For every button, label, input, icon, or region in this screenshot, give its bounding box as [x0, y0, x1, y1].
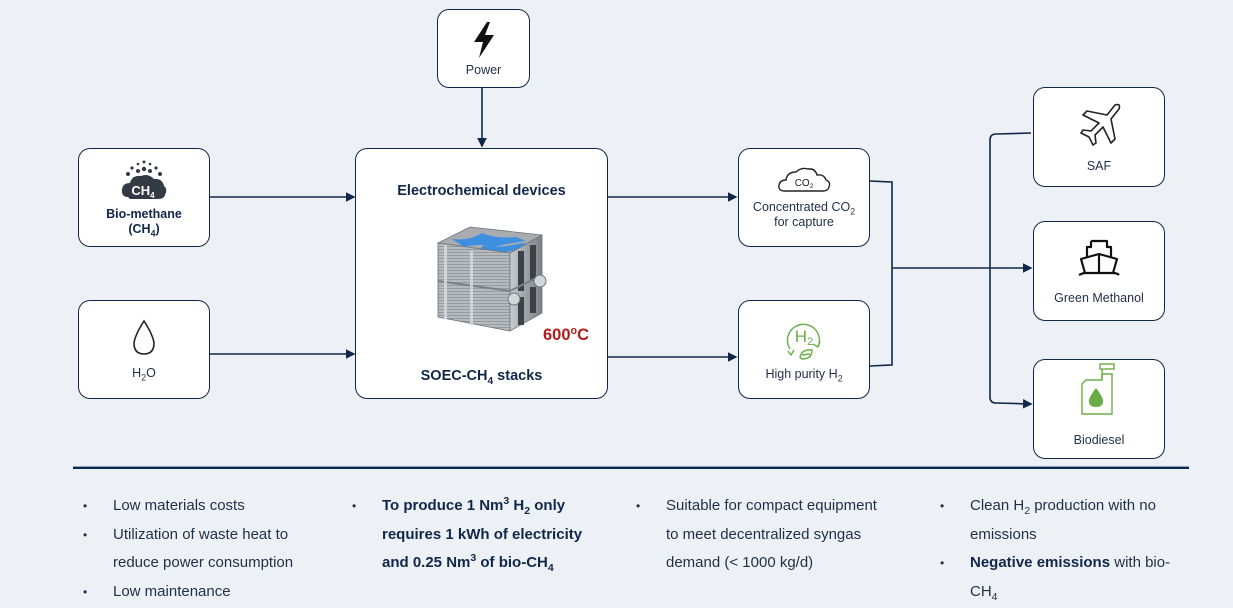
benefits-column-1: • Low materials costs • Utilization of w… [83, 492, 333, 606]
biodiesel-label: Biodiesel [1073, 433, 1125, 447]
benefit-item: • To produce 1 Nm3 H2 only requires 1 kW… [352, 492, 612, 578]
saf-label: SAF [1086, 158, 1112, 173]
airplane-icon [1080, 103, 1121, 146]
bracket-outputs [869, 180, 893, 367]
water-drop-icon [133, 319, 155, 355]
fuel-canister-icon [1081, 363, 1115, 415]
co2-cloud-icon: CO2 [778, 167, 831, 192]
co2-label-line2: for capture [774, 214, 834, 229]
product-box-biodiesel: Biodiesel [1033, 359, 1165, 459]
green-h2-icon: H2 [786, 323, 821, 360]
co2-label-line1: Concentrated CO2 [752, 199, 856, 216]
bullet-icon: • [940, 556, 945, 570]
methane-cloud-icon: CH4 [121, 160, 167, 200]
benefits-column-3: • Suitable for compact equipment to meet… [636, 492, 906, 578]
bullet-icon: • [83, 527, 88, 542]
bullet-icon: • [83, 584, 88, 599]
center-title: Electrochemical devices [397, 183, 566, 199]
biomethane-label: Bio-methane [106, 206, 182, 221]
benefit-item: • Clean H2 production with no emissions [940, 492, 1210, 549]
input-box-water: H2O [78, 300, 210, 399]
h2-label: High purity H2 [765, 367, 843, 384]
benefit-item: • Low materials costs [83, 492, 333, 521]
power-label: Power [465, 63, 502, 77]
product-box-saf: SAF [1033, 87, 1165, 187]
benefit-item: • Low maintenance [83, 578, 333, 607]
bullet-icon: • [940, 499, 945, 513]
section-divider [73, 466, 1189, 469]
benefit-item: • Negative emissions with bio- CH4 [940, 549, 1210, 606]
svg-text:CO2: CO2 [795, 178, 814, 190]
benefits-column-2: • To produce 1 Nm3 H2 only requires 1 kW… [352, 492, 612, 578]
input-box-biomethane: CH4 Bio-methane (CH4) [78, 148, 210, 247]
water-label: H2O [132, 366, 156, 383]
bullet-icon: • [83, 499, 88, 513]
benefit-item: • Suitable for compact equipment to meet… [636, 492, 906, 578]
output-box-h2: H2 High purity H2 [738, 300, 870, 399]
biomethane-formula: (CH4) [128, 221, 160, 238]
methane-icon-text: CH4 [131, 183, 155, 200]
ship-icon [1078, 239, 1120, 276]
center-caption: SOEC-CH4 stacks [420, 368, 543, 387]
power-box: Power [437, 9, 530, 88]
benefits-column-4: • Clean H2 production with no emissions … [940, 492, 1210, 606]
soec-stack-image [436, 226, 547, 332]
benefit-item: • Utilization of waste heat to reduce po… [83, 521, 333, 578]
bullet-icon: • [352, 499, 357, 513]
output-box-co2: CO2 Concentrated CO2 for capture [738, 148, 870, 247]
svg-text:H2: H2 [795, 327, 813, 348]
temperature-label: 600oC [543, 325, 590, 344]
bullet-icon: • [636, 499, 641, 513]
lightning-icon [473, 22, 494, 58]
electrochemical-devices-box: Electrochemical devices 600oC SOEC-CH4 s… [355, 148, 608, 399]
green-methanol-label: Green Methanol [1054, 290, 1144, 305]
product-box-green-methanol: Green Methanol [1033, 221, 1165, 321]
branch-to-saf [989, 132, 1033, 409]
